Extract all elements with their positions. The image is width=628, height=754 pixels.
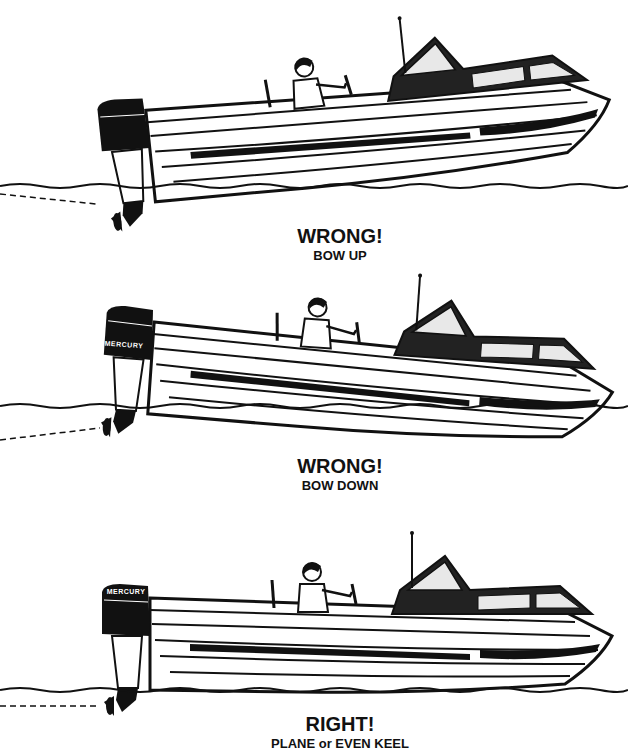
- trim-caption: PLANE or EVEN KEEL: [271, 737, 409, 750]
- trim-caption: BOW UP: [313, 249, 366, 262]
- trim-caption: BOW DOWN: [302, 479, 379, 492]
- motor-brand: MERCURY: [106, 77, 145, 88]
- verdict-heading: WRONG!: [297, 456, 383, 476]
- motor-brand: MERCURY: [107, 588, 146, 595]
- verdict-heading: RIGHT!: [306, 714, 375, 734]
- verdict-heading: WRONG!: [297, 226, 383, 246]
